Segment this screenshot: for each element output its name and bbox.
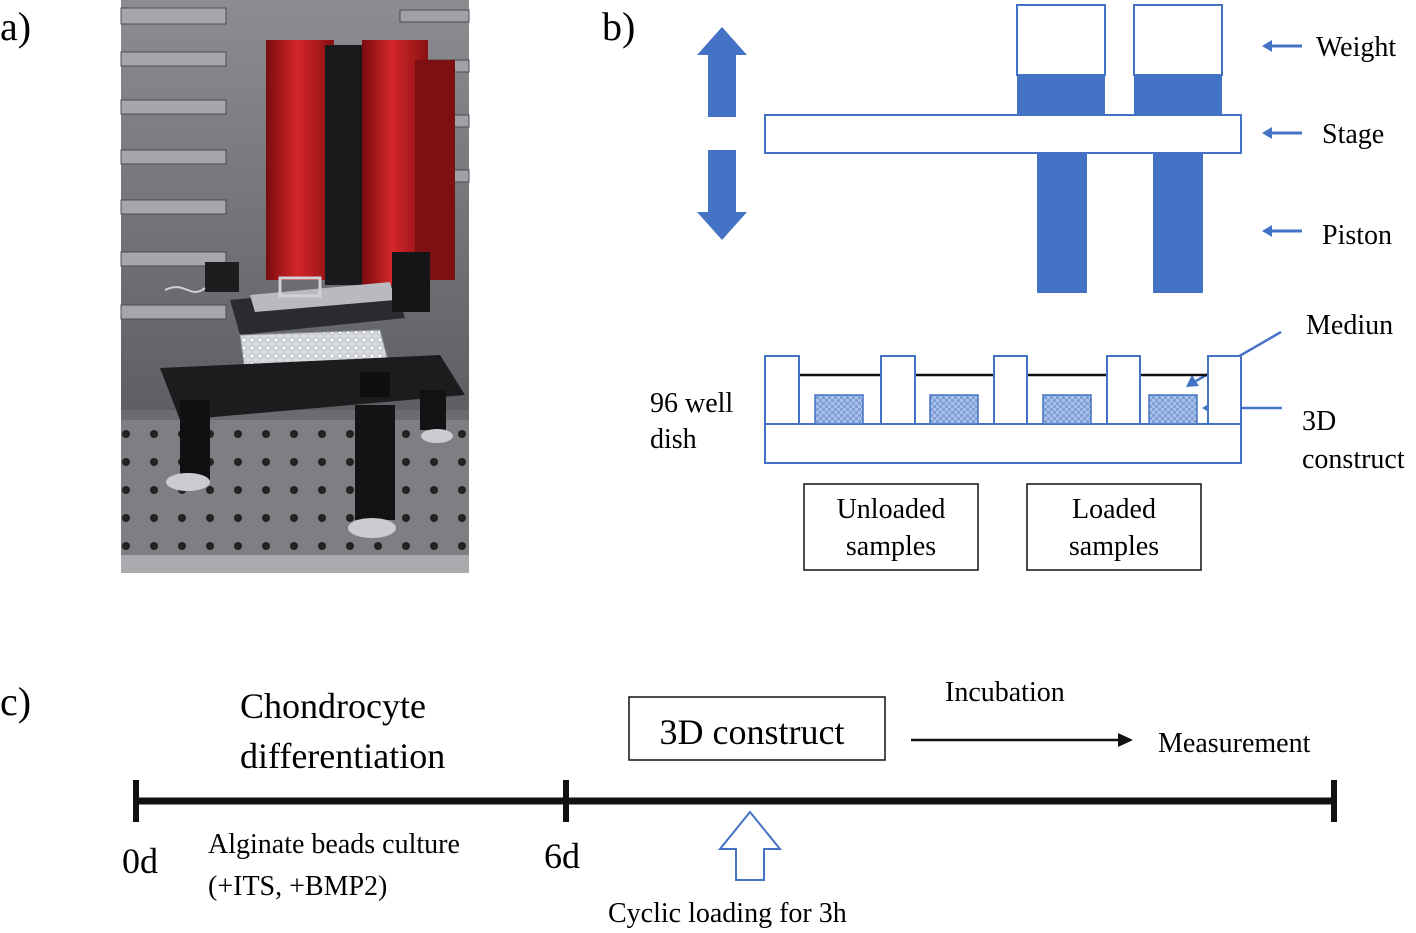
piston-left [1037,153,1087,293]
construct-1 [814,394,864,425]
dish-label-1: 96 well [650,388,733,419]
stage-bar [764,114,1242,154]
phase-label-2: differentiation [240,736,445,776]
construct-box-label: 3D construct [660,712,845,752]
unloaded-samples-box: Unloaded samples [803,483,979,571]
callout-weight: Weight [1262,32,1396,63]
weight-left [1016,4,1106,115]
device-photo [120,0,470,573]
down-arrow-icon [697,150,747,240]
piston-right [1153,153,1203,293]
panel-c-label: c) [0,679,31,724]
construct-4 [1148,394,1198,425]
callout-stage-label: Stage [1322,119,1384,150]
loaded-label-2: samples [1069,531,1159,562]
construct-2 [929,394,979,425]
construct-box: 3D construct [628,696,886,761]
callout-stage: Stage [1262,119,1384,150]
callout-piston: Piston [1262,220,1392,251]
measurement-label: Measurement [1158,728,1311,759]
callout-weight-label: Weight [1316,32,1396,63]
hollow-up-arrow-icon [717,810,783,881]
up-arrow-icon [697,27,747,117]
panel-a-label: a) [0,4,31,49]
callout-construct-label-2: construct [1302,444,1405,475]
culture-label-1: Alginate beads culture [208,829,460,860]
cyclic-loading-label: Cyclic loading for 3h [608,898,847,929]
callout-piston-label: Piston [1322,220,1392,251]
incubation-arrow [911,733,1133,747]
callout-medium-label: Mediun [1306,310,1393,341]
incubation-label: Incubation [945,677,1065,708]
construct-3 [1042,394,1092,425]
panel-b-label: b) [602,4,635,49]
unloaded-label-2: samples [846,531,936,562]
weight-right [1133,4,1223,115]
loaded-label-1: Loaded [1072,494,1156,525]
culture-label-2: (+ITS, +BMP2) [208,871,387,902]
tick-6d-label: 6d [544,836,580,876]
callout-construct-label-1: 3D [1302,406,1336,437]
phase-label-1: Chondrocyte [240,686,426,726]
well-dish [764,355,1242,464]
tick-0d-label: 0d [122,841,158,881]
loaded-samples-box: Loaded samples [1026,483,1202,571]
timeline-axis [133,780,1337,822]
dish-label-2: dish [650,424,697,455]
unloaded-label-1: Unloaded [837,494,946,525]
